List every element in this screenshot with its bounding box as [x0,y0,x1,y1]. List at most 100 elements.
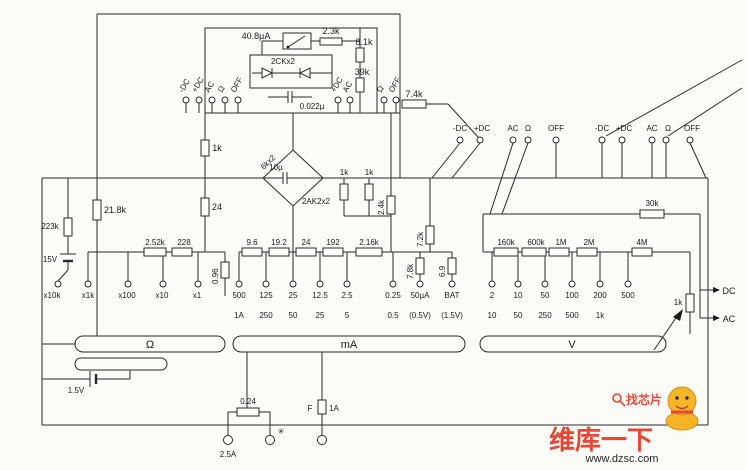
wiring-223k-branch [57,178,76,282]
ma-row1-label-0: 500 [232,291,246,300]
battery-1-5v [42,370,131,387]
wiring-top [96,13,743,336]
ohm-range-label-4: x1 [193,291,202,300]
volt-switch-bar [479,335,667,353]
volt-range-terminals [488,280,632,288]
volt-row2-label-1: 50 [514,311,523,320]
resistor-2-4k [386,195,396,215]
volt-row1-label-3: 100 [565,291,579,300]
resistor-600k-label: 600k [527,238,545,247]
resistor-21-8k [92,199,102,221]
sel-right-c-label-0: AC [646,124,657,133]
resistor-8-1k [355,47,365,63]
ma-row2-label-4: 5 [345,311,350,320]
resistor-1k-a [339,183,349,201]
watermark-mascot-text: 找芯片 [626,392,662,407]
sel-right-a-label-1: +DC [474,124,490,133]
resistor-8-1k-label: 8.1k [355,37,373,47]
resistor-2-3k [319,37,343,46]
sel-right-c-label-2: OFF [684,124,700,133]
sel-right-b-label-0: -DC [595,124,609,133]
sel-right-a-label-3: Ω [525,124,531,133]
ma-row2-label-5: 0.5 [387,311,399,320]
watermark-brand: 维库一下 [549,425,653,455]
resistor-24b [295,247,317,257]
ma-row1-label-5: 0.25 [385,291,401,300]
fuse-rating-label: 1A [329,404,339,413]
watermark-url: www.dzsc.com [585,453,659,465]
resistor-1k-right [685,293,695,313]
resistor-2-16k [355,247,383,257]
resistor-2-3k-label: 2.3k [322,26,340,36]
resistor-21-8k-label: 21.8k [104,205,127,215]
ma-row2-label-6: (0.5V) [409,311,431,320]
resistor-1m [548,247,570,257]
resistor-0-24 [236,407,260,417]
ma-row1-label-6: 50µA [411,291,431,300]
volt-row1-label-4: 200 [593,291,607,300]
volt-row1-label-2: 50 [541,291,550,300]
terminal-star-label: ✳ [278,427,285,436]
ma-row2-label-7: (1.5V) [441,311,463,320]
resistor-7-4k-label: 7.4k [405,89,423,99]
ohm-range-label-1: x1k [82,291,95,300]
resistor-228 [171,247,193,257]
ohm-switch-bar [74,335,226,353]
selector-contacts-right [431,136,707,215]
resistor-24 [200,197,210,217]
sel-right-b-label-1: +DC [616,124,632,133]
bridge-rectifier [262,113,324,252]
resistor-192-label: 192 [326,238,340,247]
ma-row2-label-1: 250 [259,311,273,320]
volt-row2-label-0: 10 [488,311,497,320]
resistor-2-52k-label: 2.52k [145,238,166,247]
ma-row2-label-3: 25 [316,311,325,320]
ma-switch-bar-label: mA [341,339,358,351]
ma-row2-label-2: 50 [289,311,298,320]
resistor-30k [639,209,665,219]
resistor-1k-right-label: 1k [674,298,683,307]
battery-1-5v-label: 1.5V [68,386,85,395]
ohm-range-label-2: x100 [118,291,136,300]
selector-contacts-top-left [182,96,242,113]
resistor-228-label: 228 [177,238,191,247]
resistor-30k-label: 30k [646,199,660,208]
sel-right-a-label-4: OFF [548,124,564,133]
volt-row1-label-1: 10 [514,291,523,300]
sel-mid2-label-0: Ω [375,84,386,94]
ohm-switch-bar-label: Ω [146,339,154,351]
dc-arrow-icon [713,287,720,293]
resistor-160k-label: 160k [497,238,515,247]
resistor-2m-label: 2M [583,238,594,247]
resistor-6-9 [447,257,457,275]
resistor-2-16k-label: 2.16k [359,238,380,247]
sel-left-label-4: OFF [229,76,245,94]
resistor-1k-b-label: 1k [365,168,374,177]
volt-row2-label-3: 500 [565,311,579,320]
watermark: 找芯片 维库一下 www.dzsc.com [549,386,699,465]
ma-row1-label-3: 12.5 [312,291,328,300]
resistor-2-4k-label: 2.4k [377,199,386,215]
resistor-223k [63,217,73,237]
resistor-2-52k [143,247,167,257]
resistor-1k-left-label: 1k [212,143,222,153]
resistor-0-24-label: 0.24 [240,397,256,406]
wiring-bottom [227,352,323,435]
resistor-0-96-label: 0.96 [211,268,220,284]
ma-range-terminals [235,280,456,288]
resistor-4m [631,247,653,257]
ohm-switch-bar-2 [74,357,168,371]
bridge-cap-10u-label: 10µ [269,163,283,172]
diode-pair-2ck-label: 2CKx2 [271,57,296,66]
ac-exit-label: AC [723,314,736,324]
diode-pair-2ck [252,67,332,79]
volt-row2-label-2: 250 [538,311,552,320]
resistor-1k-b [364,183,374,201]
resistor-4m-label: 4M [636,238,647,247]
meter-movement [282,32,312,50]
resistor-24-label: 24 [212,202,222,212]
resistor-2m [576,247,598,257]
resistor-7-2k [425,225,435,245]
sel-left-label-1: +DC [190,75,206,94]
ohm-range-label-3: x10 [156,291,169,300]
